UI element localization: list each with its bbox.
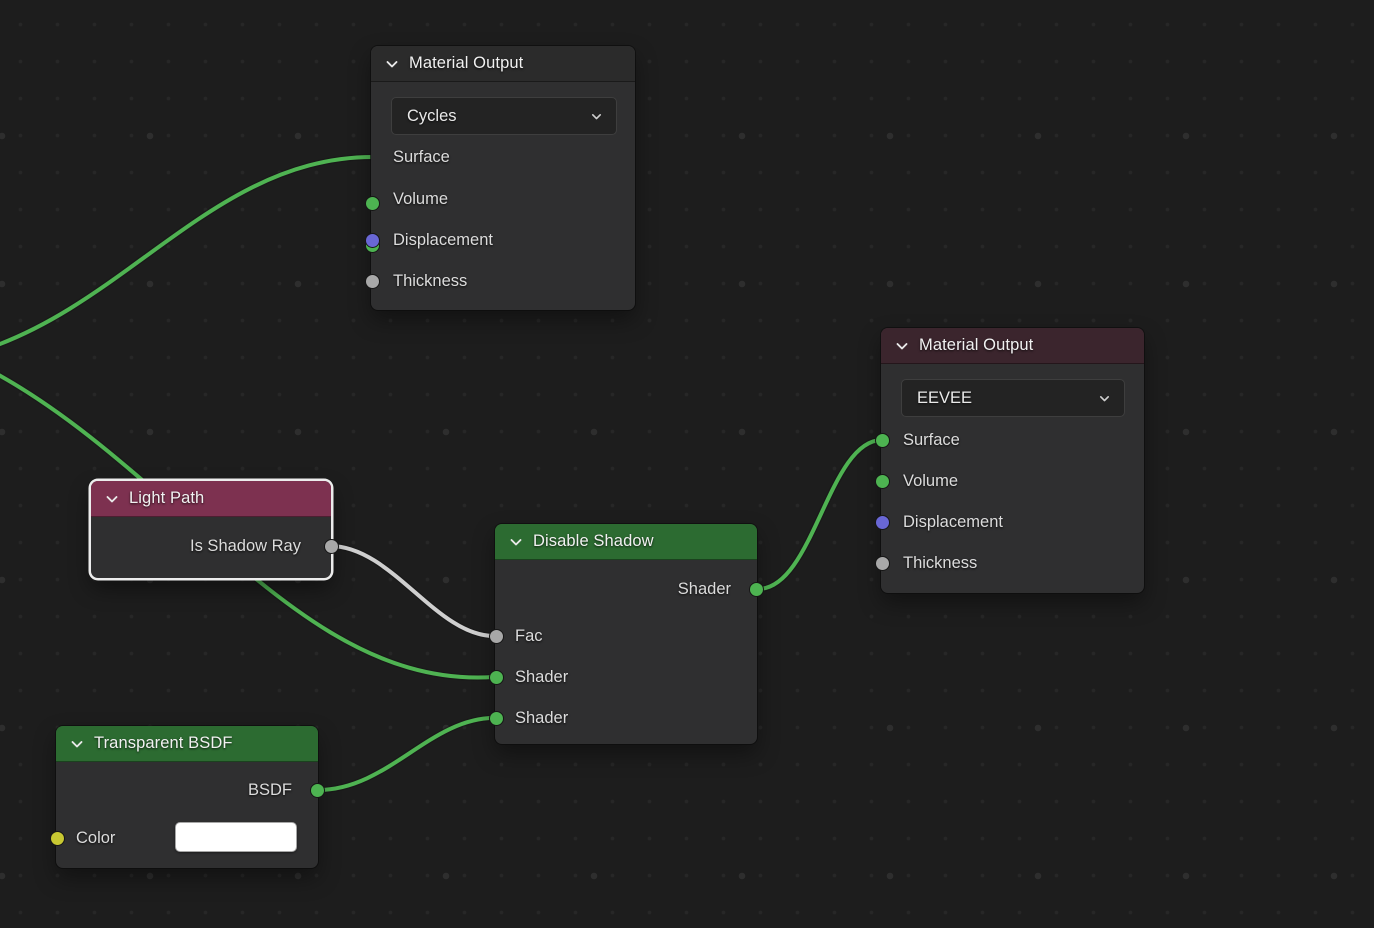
input-socket-shader-2[interactable]	[489, 711, 504, 726]
input-label-thickness: Thickness	[393, 271, 468, 290]
output-label-is-shadow-ray: Is Shadow Ray	[190, 536, 301, 555]
output-label-bsdf: BSDF	[247, 780, 292, 799]
chevron-down-icon[interactable]	[384, 56, 400, 72]
node-title: Material Output	[409, 54, 524, 72]
input-label-fac: Fac	[515, 626, 543, 645]
node-title: Light Path	[129, 489, 205, 507]
input-socket-color[interactable]	[50, 831, 65, 846]
input-label-displacement: Displacement	[903, 512, 1003, 531]
wire-to-cycles-surface	[0, 155, 375, 346]
input-label-displacement: Displacement	[393, 230, 493, 249]
wire-isshadowray-to-fac	[328, 544, 496, 638]
node-disable-shadow[interactable]: Disable Shadow Shader Fac Shader Shader	[489, 524, 764, 744]
node-header[interactable]: Transparent BSDF	[56, 726, 318, 762]
output-socket-is-shadow-ray[interactable]	[324, 539, 339, 554]
input-label-shader-2: Shader	[515, 708, 569, 727]
node-header[interactable]: Material Output	[371, 46, 635, 82]
dropdown-value: Cycles	[407, 106, 457, 125]
input-socket-shader-1[interactable]	[489, 670, 504, 685]
input-label-surface: Surface	[903, 430, 960, 449]
wire-bsdf-to-shader2	[316, 716, 496, 792]
chevron-down-icon[interactable]	[69, 736, 85, 752]
input-label-shader-1: Shader	[515, 667, 569, 686]
chevron-down-icon	[1099, 395, 1110, 401]
render-target-dropdown[interactable]: EEVEE	[901, 379, 1125, 417]
node-title: Transparent BSDF	[94, 734, 233, 752]
wire-shaderout-to-eevee-surface	[756, 438, 884, 591]
node-header[interactable]: Light Path	[91, 481, 331, 517]
color-swatch[interactable]	[175, 822, 297, 852]
input-socket-thickness[interactable]	[365, 274, 380, 289]
chevron-down-icon[interactable]	[104, 491, 120, 507]
wire-shadow	[0, 153, 377, 348]
input-socket-displacement[interactable]	[365, 233, 380, 248]
input-label-volume: Volume	[393, 189, 449, 208]
input-label-color: Color	[76, 828, 116, 847]
node-header[interactable]: Disable Shadow	[495, 524, 757, 560]
node-material-output-cycles[interactable]: Material Output Cycles Surface Volume Di…	[365, 46, 635, 310]
input-socket-thickness[interactable]	[875, 556, 890, 571]
wire-shadow	[754, 436, 886, 593]
node-header[interactable]: Material Output	[881, 328, 1144, 364]
chevron-down-icon[interactable]	[508, 534, 524, 550]
chevron-down-icon[interactable]	[894, 338, 910, 354]
output-socket-shader[interactable]	[749, 582, 764, 597]
node-light-path[interactable]: Light Path Is Shadow Ray	[91, 481, 339, 578]
input-socket-displacement[interactable]	[875, 515, 890, 530]
input-socket-surface[interactable]	[875, 433, 890, 448]
output-label-shader: Shader	[677, 579, 731, 598]
chevron-down-icon	[591, 113, 602, 119]
input-socket-surface[interactable]	[365, 196, 380, 211]
wire-shadow	[314, 714, 498, 794]
input-socket-volume[interactable]	[875, 474, 890, 489]
dropdown-value: EEVEE	[917, 388, 973, 407]
node-material-output-eevee[interactable]: Material Output EEVEE Surface Volume Dis…	[875, 328, 1144, 593]
node-title: Disable Shadow	[533, 532, 654, 550]
input-socket-fac[interactable]	[489, 629, 504, 644]
input-label-volume: Volume	[903, 471, 959, 490]
output-socket-bsdf[interactable]	[310, 783, 325, 798]
input-label-surface: Surface	[393, 147, 450, 166]
node-transparent-bsdf[interactable]: Transparent BSDF BSDF Color	[50, 726, 325, 868]
node-title: Material Output	[919, 336, 1034, 354]
input-label-thickness: Thickness	[903, 553, 978, 572]
render-target-dropdown[interactable]: Cycles	[391, 97, 617, 135]
wire-shadow	[326, 542, 498, 640]
